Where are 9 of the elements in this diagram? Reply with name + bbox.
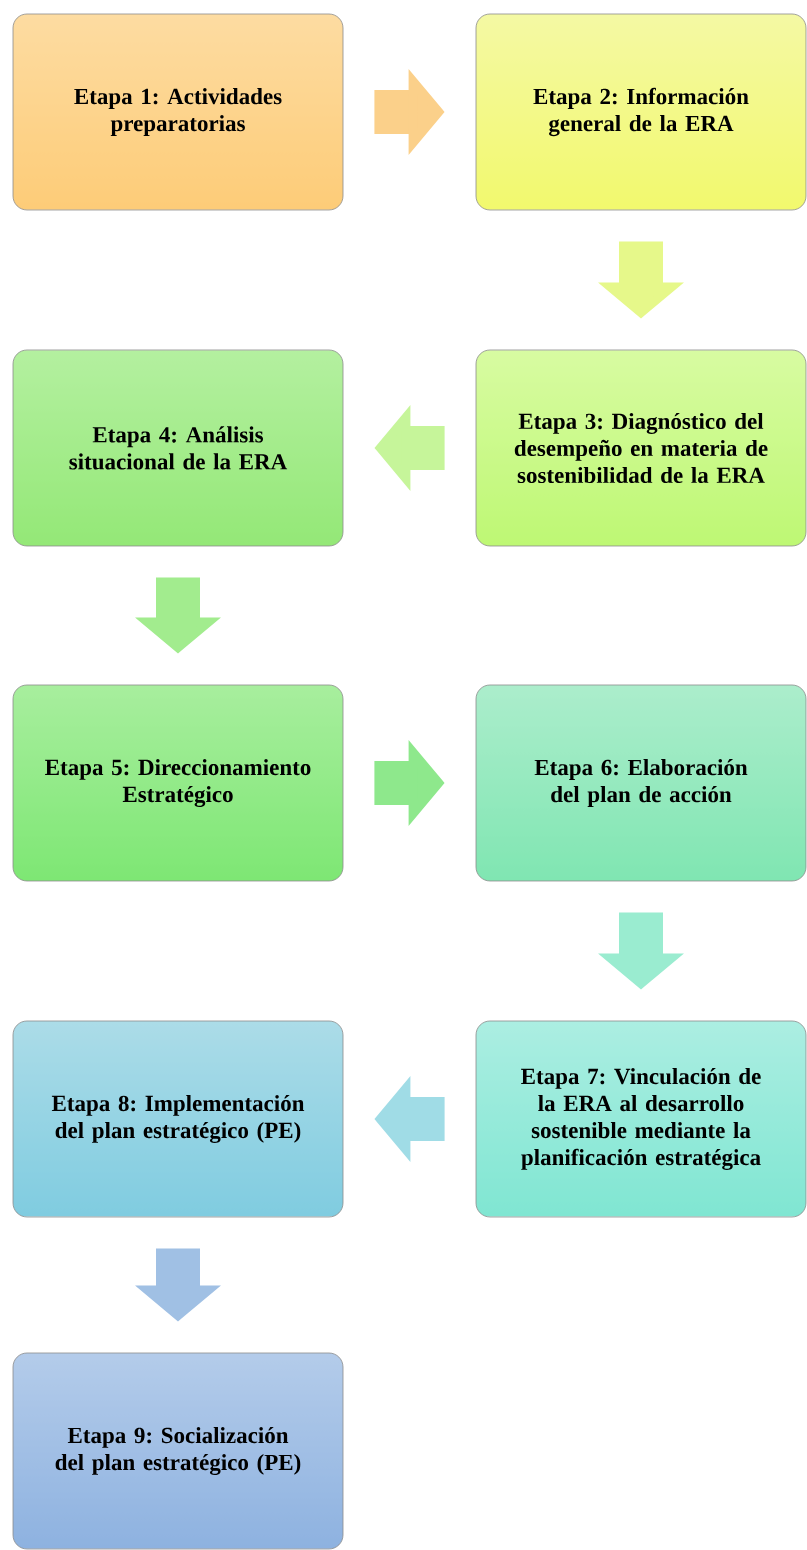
stage-box: Etapa 4: Análisis situacional de la ERA: [12, 349, 344, 547]
stage-box: Etapa 5: Direccionamiento Estratégico: [12, 684, 344, 882]
stage-box: Etapa 6: Elaboración del plan de acción: [475, 684, 807, 882]
stage-box: Etapa 2: Información general de la ERA: [475, 13, 807, 211]
stage-box: Etapa 3: Diagnóstico del desempeño en materia de sostenibilidad de la ERA: [475, 349, 807, 547]
stage-box: Etapa 8: Implementación del plan estratégico (PE): [12, 1020, 344, 1218]
stage-box: Etapa 1: Actividades preparatorias: [12, 13, 344, 211]
stage-box: Etapa 9: Socialización del plan estratégico (PE): [12, 1352, 344, 1550]
stage-box: Etapa 7: Vinculación de la ERA al desarrollo sostenible mediante la planificación estratégica: [475, 1020, 807, 1218]
